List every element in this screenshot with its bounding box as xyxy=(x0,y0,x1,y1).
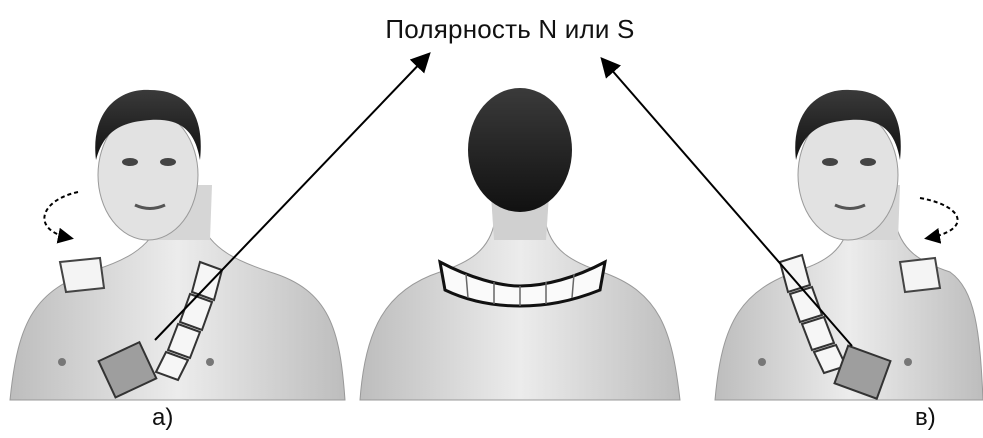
collar-clip-b xyxy=(900,258,940,292)
collar-clip-a xyxy=(60,258,104,292)
nipple-a-left xyxy=(58,358,66,366)
eye-left-a xyxy=(122,158,138,166)
figure-a-man-front xyxy=(10,90,345,400)
rotation-arrow-a xyxy=(44,192,78,238)
torso-back xyxy=(360,220,680,400)
eye-right-b xyxy=(860,158,876,166)
eye-right-a xyxy=(160,158,176,166)
polarity-caption: Полярность N или S xyxy=(330,14,690,45)
panel-label-b: в) xyxy=(915,404,936,432)
head-back-hair xyxy=(468,88,572,212)
figure-center-man-back xyxy=(360,88,680,400)
rotation-arrow-b xyxy=(920,198,958,238)
nipple-b-right xyxy=(904,358,912,366)
nipple-a-right xyxy=(206,358,214,366)
nipple-b-left xyxy=(758,358,766,366)
eye-left-b xyxy=(822,158,838,166)
figure-b-man-front xyxy=(715,90,983,400)
panel-label-a: а) xyxy=(152,404,173,432)
